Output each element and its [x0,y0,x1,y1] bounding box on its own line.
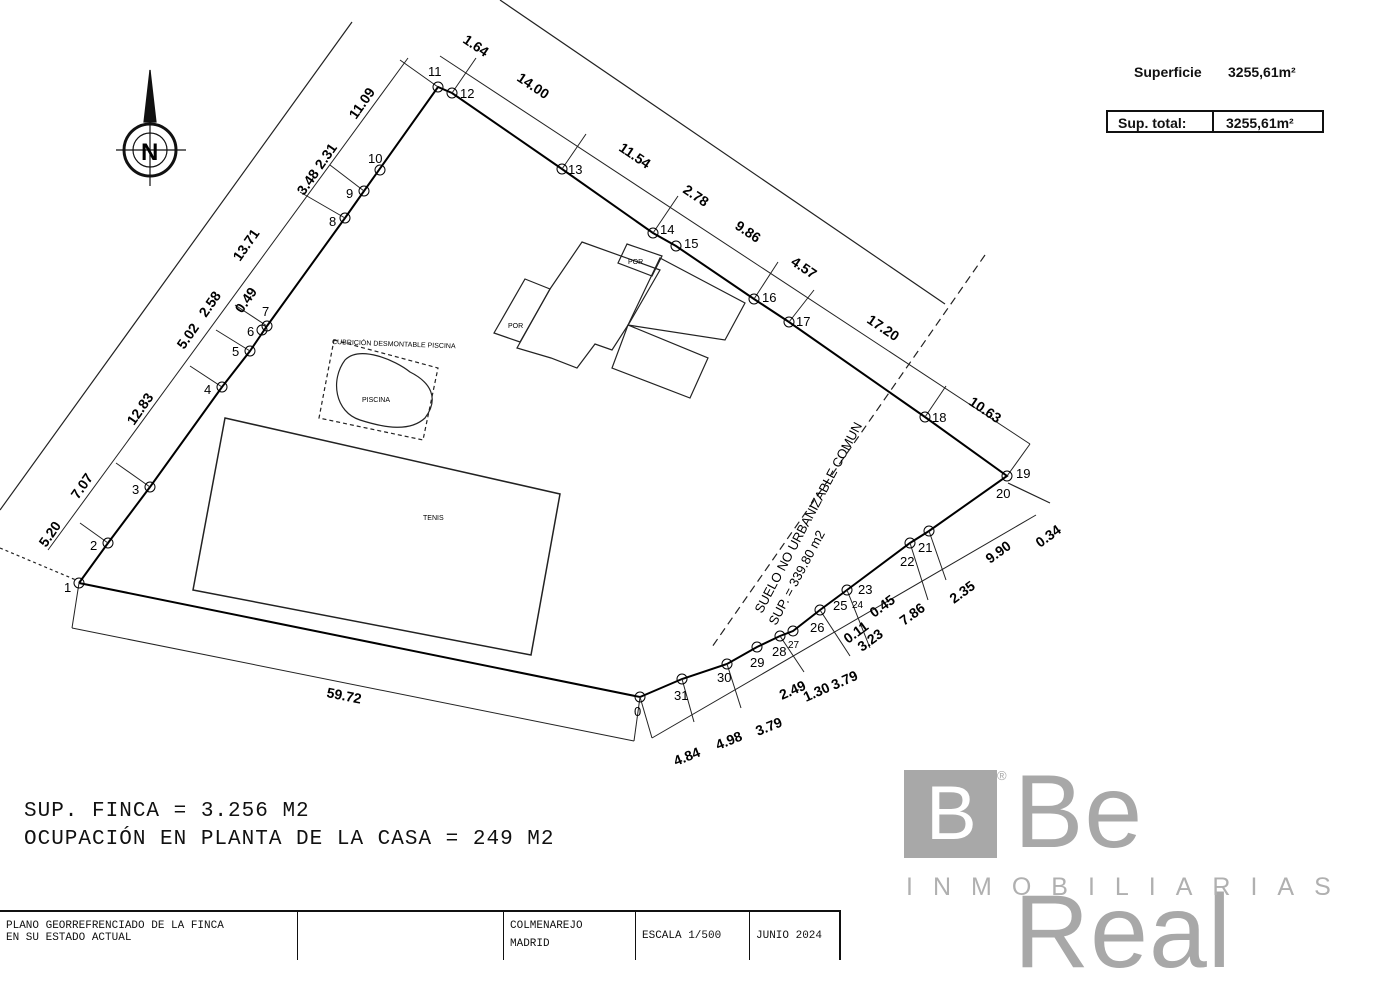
porch-label-2: POR [628,259,643,266]
dimension-label: 1.64 [460,31,492,60]
location-line2: MADRID [510,938,550,950]
dimension-label: 7.86 [896,599,928,628]
zone-boundary [711,254,986,648]
point-markers [73,81,1013,703]
point-label: 21 [918,540,932,555]
empty-cell [298,912,504,960]
point-label: 24 [852,600,864,611]
dimension-label: 10.63 [966,393,1004,426]
point-label: 1 [64,580,71,595]
plot-boundary [78,85,1009,699]
point-label: 5 [232,344,239,359]
surface-total-box: Sup. total: 3255,61m² [1106,110,1324,133]
tennis-label: TENIS [423,515,444,522]
north-arrow [116,69,186,186]
scale-cell: ESCALA 1/500 [636,912,750,960]
dimension-label: 0.49 [231,284,260,316]
title-cell: PLANO GEORREFRENCIADO DE LA FINCA EN SU … [0,912,298,960]
dimension-label: 59.72 [325,684,363,706]
dimension-label: 4.57 [788,253,820,282]
dimension-label: 11.09 [345,84,378,121]
pool-label: PISCINA [362,397,390,404]
house-occupation-text: OCUPACIÓN EN PLANTA DE LA CASA = 249 M2 [24,828,555,851]
point-label: 27 [788,640,800,651]
plan-title-line1: PLANO GEORREFRENCIADO DE LA FINCA [6,920,224,932]
point-label: 16 [762,290,776,305]
point-label: 15 [684,236,698,251]
point-label: 0 [634,704,641,719]
date-cell: JUNIO 2024 [756,930,823,942]
point-label: 29 [750,655,764,670]
dimension-label: 0.34 [1032,521,1064,550]
logo-name: Be Real [1014,754,1232,990]
point-label: 18 [932,410,946,425]
registered-mark: ® [997,768,1007,783]
zone-label-1: SUELO NO URBANIZABLE COMUN [751,420,865,616]
point-label: 6 [247,324,254,339]
dimension-label: 2.35 [946,577,978,606]
point-label: 12 [460,86,474,101]
point-label: 4 [204,382,211,397]
dimension-label: 13.71 [229,226,262,264]
site-plan: N CUBRICIÓN DESMONTABLE PISCINA PISCINA … [0,0,1064,769]
road-edge-west [0,21,353,511]
title-block: PLANO GEORREFRENCIADO DE LA FINCA EN SU … [0,910,841,960]
dimension-label: 3.79 [829,667,861,693]
road-edge-southwest [0,547,77,581]
point-label: 3 [132,482,139,497]
dimension-label: 11.54 [616,139,654,172]
dimension-label: 3.79 [753,714,784,739]
point-label: 2 [90,538,97,553]
plot-area-text: SUP. FINCA = 3.256 M2 [24,800,310,823]
point-label: 25 [833,598,847,613]
pool-cover-label: CUBRICIÓN DESMONTABLE PISCINA [332,337,456,350]
point-label: 9 [346,186,353,201]
dimension-label: 4.84 [671,744,702,769]
neighbour-line-north [499,0,946,305]
point-label: 7 [262,304,269,319]
point-label: 22 [900,554,914,569]
surface-total-value: 3255,61m² [1226,115,1294,131]
point-label: 30 [717,670,731,685]
dimension-label: 2.78 [680,181,712,210]
dimension-labels: 5.20 7.07 12.83 5.02 2.58 0.49 13.71 3.4… [35,31,1064,769]
location-cell: COLMENAREJO MADRID [504,912,636,960]
logo-subtitle: INMOBILIARIAS [906,873,1351,901]
pool-cover-outline [318,339,439,441]
point-label: 26 [810,620,824,635]
logo-letter: B [926,771,977,856]
point-label: 11 [428,64,442,79]
point-labels: 0 1 2 3 4 5 6 7 8 9 10 11 12 13 14 15 16… [64,64,1030,719]
logo-badge [904,770,997,858]
dimension-label: 7.07 [67,470,96,502]
surface-label: Superficie [1134,64,1202,80]
plan-title-line2: EN SU ESTADO ACTUAL [6,932,132,944]
surface-total-label: Sup. total: [1108,112,1214,131]
pool-shape [336,353,433,428]
dimension-label: 9.90 [982,537,1014,566]
dimension-label: 5.02 [173,320,202,352]
point-label: 28 [772,644,786,659]
point-label: 8 [329,214,336,229]
dimension-label: 4.98 [713,728,744,753]
tennis-court [192,417,561,656]
dimension-label: 9.86 [732,217,764,246]
point-label: 17 [796,314,810,329]
north-label: N [141,139,158,166]
edge-extension [1007,482,1051,504]
point-label: 10 [368,151,382,166]
point-label: 19 [1016,466,1030,481]
point-label: 31 [674,688,688,703]
house-footprint [493,241,746,399]
point-label: 13 [568,162,582,177]
point-label: 14 [660,222,674,237]
porch-label-1: POR [508,323,523,330]
dimension-label: 14.00 [514,69,552,102]
point-label: 20 [996,486,1010,501]
surface-value: 3255,61m² [1228,64,1296,80]
location-line1: COLMENAREJO [510,920,583,932]
point-label: 23 [858,582,872,597]
